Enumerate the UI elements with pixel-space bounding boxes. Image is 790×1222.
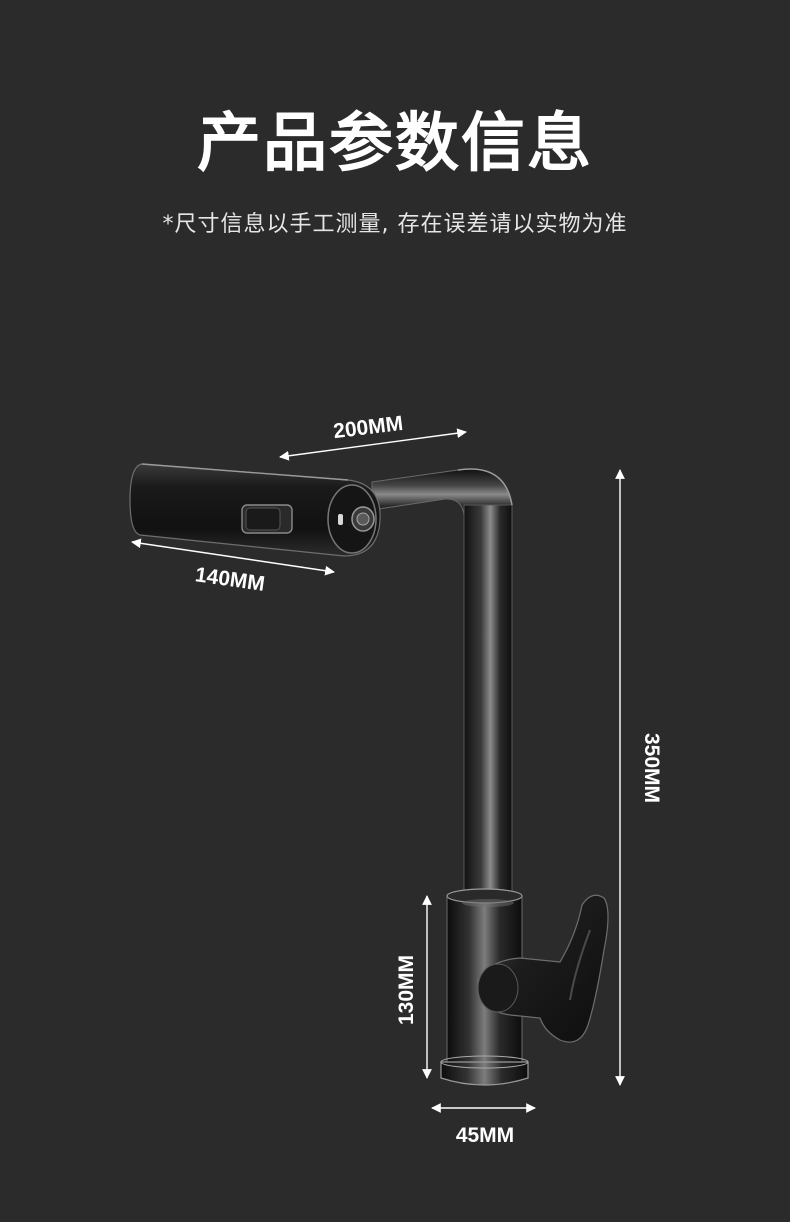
head-length-label: 140MM xyxy=(194,563,267,596)
total-height-label: 350MM xyxy=(640,733,663,803)
body-height-label: 130MM xyxy=(395,955,418,1025)
spout-reach-label: 200MM xyxy=(332,412,404,443)
spray-head-top-edge xyxy=(141,463,349,481)
spray-indicator xyxy=(338,514,343,525)
riser-tube xyxy=(463,504,513,896)
head-length-dimension-line xyxy=(131,538,335,576)
faucet-base xyxy=(440,1061,529,1086)
spout-reach-dimension-line xyxy=(279,428,467,461)
base-diameter-label: 45MM xyxy=(456,1124,514,1147)
page-title: 产品参数信息 xyxy=(197,107,593,181)
bend-highlight xyxy=(457,468,513,506)
page-subtitle: *尺寸信息以手工测量, 存在误差请以实物为准 xyxy=(162,212,628,237)
